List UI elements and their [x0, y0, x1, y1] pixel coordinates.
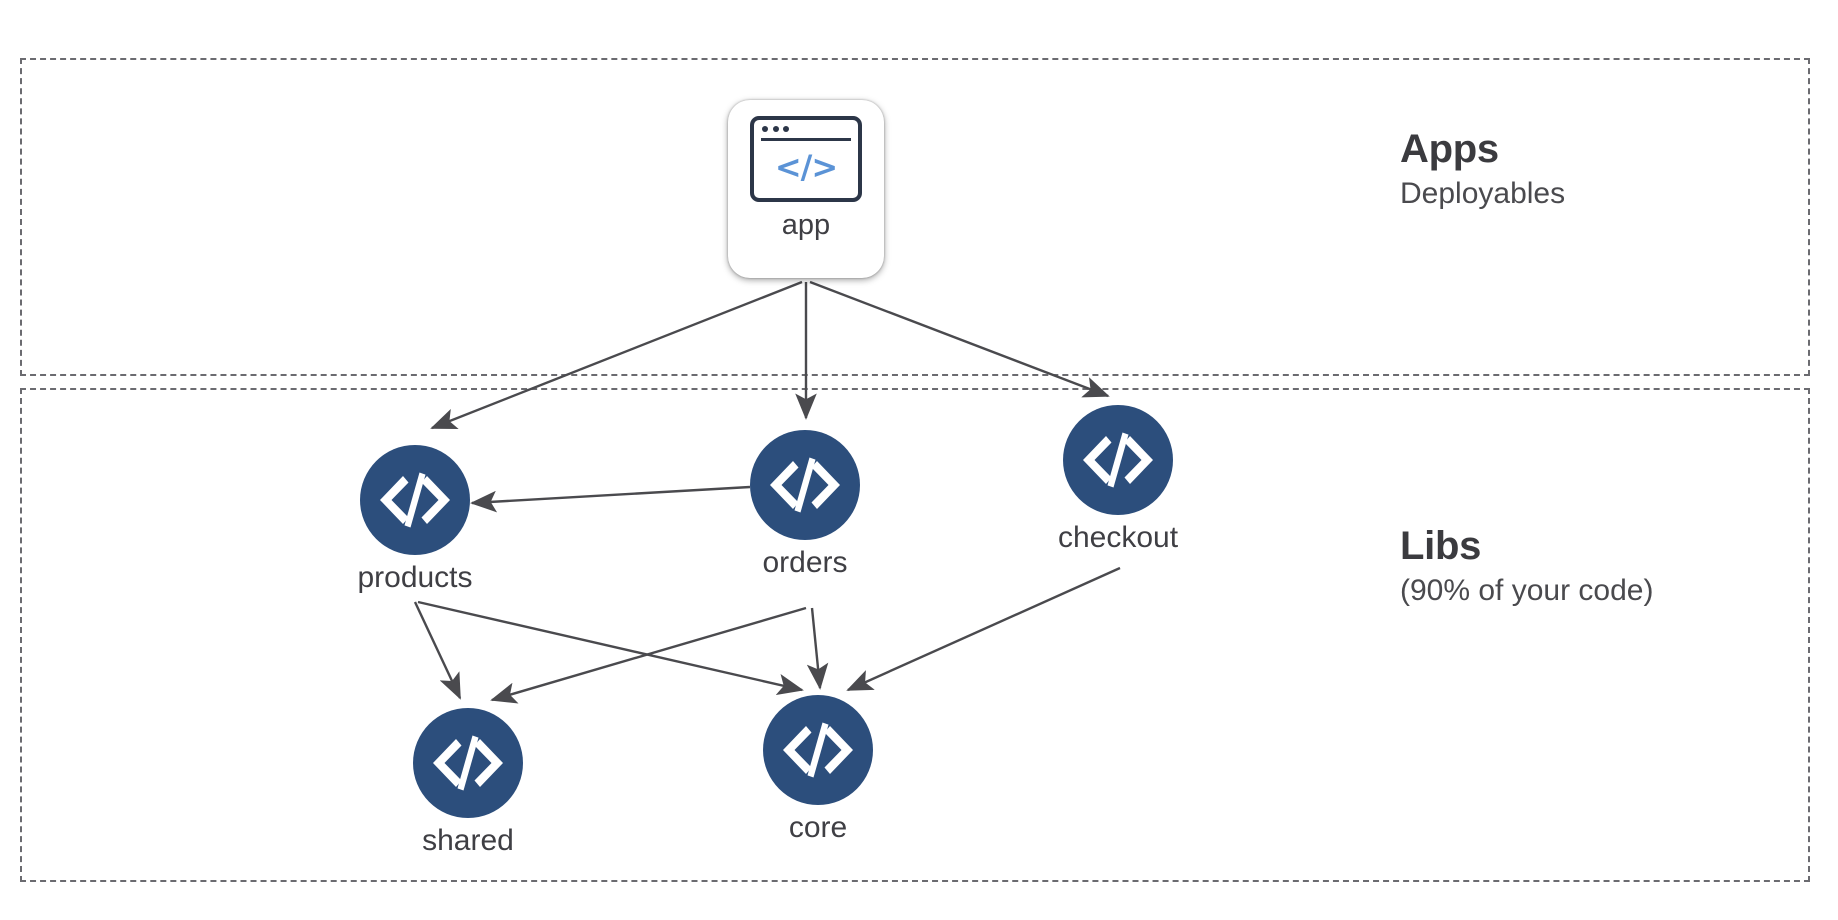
zone-apps-subtitle: Deployables [1400, 177, 1566, 211]
zone-libs-title: Libs [1400, 524, 1482, 568]
code-icon [750, 430, 860, 540]
code-icon [1063, 405, 1173, 515]
browser-dots-icon [762, 126, 789, 132]
node-core[interactable]: core [708, 695, 928, 844]
browser-titlebar-rule [761, 138, 851, 141]
node-products[interactable]: products [305, 445, 525, 594]
browser-code-icon: </> [750, 116, 862, 202]
node-orders-label: orders [762, 546, 848, 579]
zone-libs-subtitle: (90% of your code) [1400, 574, 1654, 608]
code-glyph-icon: </> [774, 148, 838, 186]
zone-legend-apps: Apps Deployables [1400, 127, 1566, 212]
node-orders[interactable]: orders [695, 430, 915, 579]
node-checkout-label: checkout [1057, 521, 1179, 554]
node-checkout[interactable]: checkout [1008, 405, 1228, 554]
node-shared-label: shared [422, 824, 514, 857]
node-app[interactable]: </> app [728, 100, 884, 278]
node-core-label: core [788, 811, 848, 844]
zone-apps-title: Apps [1400, 127, 1499, 171]
node-products-label: products [357, 561, 473, 594]
node-app-label: app [781, 209, 831, 241]
node-shared[interactable]: shared [358, 708, 578, 857]
zone-apps [20, 58, 1810, 376]
code-icon [360, 445, 470, 555]
code-icon [413, 708, 523, 818]
zone-legend-libs: Libs (90% of your code) [1400, 524, 1654, 609]
code-icon [763, 695, 873, 805]
